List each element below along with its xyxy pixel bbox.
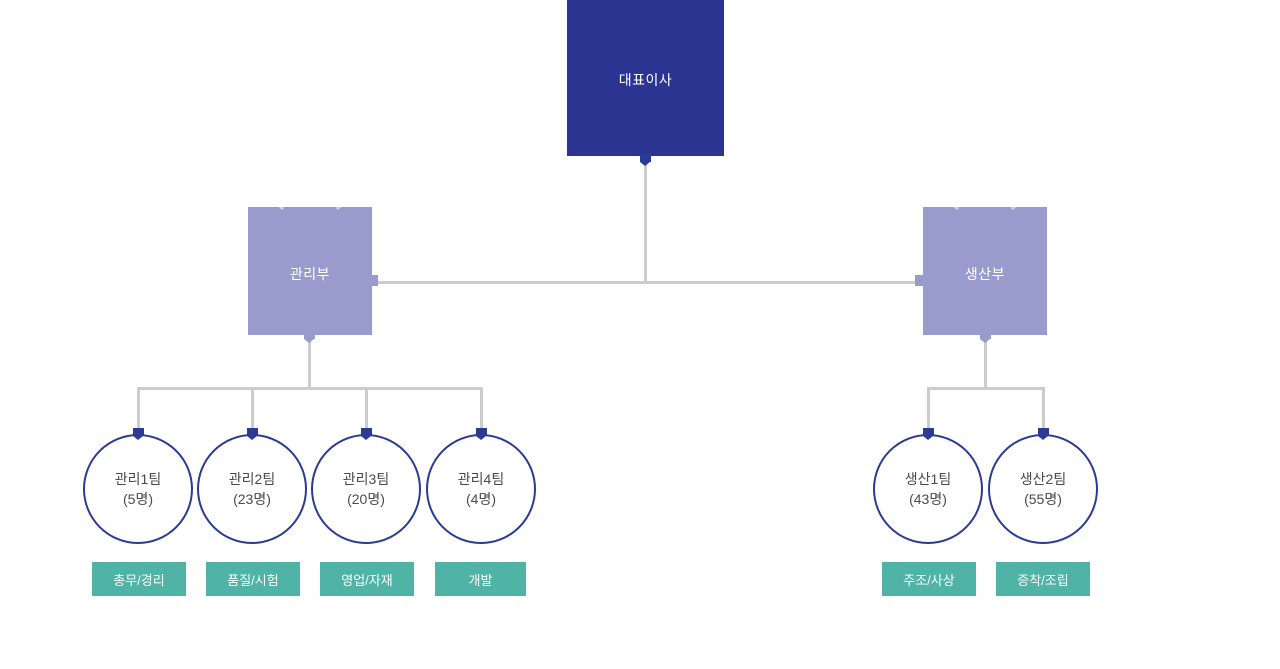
team-circle[interactable]: 생산2팀 (55명) [988,434,1098,544]
team-circle[interactable]: 관리1팀 (5명) [83,434,193,544]
team-circle[interactable]: 생산1팀 (43명) [873,434,983,544]
marker-team-top [133,428,144,440]
node-department-management-label: 관리부 [289,266,331,282]
connector-management-drop-2 [251,387,254,433]
team-tag[interactable]: 증착/조립 [996,562,1090,596]
marker-team-top [923,428,934,440]
team-name: 관리4팀 [457,470,505,487]
connector-ceo-vertical [644,160,647,284]
connector-production-vertical [984,337,987,388]
connector-department-bus [371,281,923,284]
connector-production-drop-2 [1042,387,1045,433]
connector-production-branch-bus [927,387,1045,390]
marker-team-top [247,428,258,440]
marker-management-right [367,275,378,286]
connector-management-drop-1 [137,387,140,433]
team-name: 관리3팀 [342,470,390,487]
marker-ceo-bottom [640,154,651,166]
team-name: 생산1팀 [904,470,952,487]
connector-management-vertical [308,337,311,388]
team-name: 생산2팀 [1019,470,1067,487]
node-department-management[interactable]: 관리부 [248,207,372,335]
connector-management-drop-4 [480,387,483,433]
connector-management-drop-3 [365,387,368,433]
node-department-production[interactable]: 생산부 [923,207,1047,335]
team-circle[interactable]: 관리2팀 (23명) [197,434,307,544]
marker-team-top [361,428,372,440]
team-count: (20명) [347,491,385,507]
team-tag[interactable]: 개발 [435,562,526,596]
management-arc-top-decoration [275,207,345,217]
node-department-production-label: 생산부 [964,266,1006,282]
team-count: (55명) [1024,491,1062,507]
node-ceo-label: 대표이사 [618,72,673,88]
team-tag[interactable]: 영업/자재 [320,562,414,596]
team-circle[interactable]: 관리4팀 (4명) [426,434,536,544]
node-ceo[interactable]: 대표이사 [567,0,724,156]
marker-production-left [915,275,926,286]
ceo-arc-decoration [567,33,724,156]
team-count: (5명) [123,491,153,507]
team-tag[interactable]: 총무/경리 [92,562,186,596]
team-count: (4명) [466,491,496,507]
team-circle[interactable]: 관리3팀 (20명) [311,434,421,544]
marker-team-top [476,428,487,440]
team-count: (43명) [909,491,947,507]
connector-production-drop-1 [927,387,930,433]
marker-team-top [1038,428,1049,440]
team-tag[interactable]: 주조/사상 [882,562,976,596]
production-arc-top-decoration [950,207,1020,217]
team-count: (23명) [233,491,271,507]
team-name: 관리2팀 [228,470,276,487]
marker-management-bottom [304,331,315,343]
marker-production-bottom [980,331,991,343]
team-tag[interactable]: 품질/시험 [206,562,300,596]
team-name: 관리1팀 [114,470,162,487]
connector-management-branch-bus [137,387,483,390]
